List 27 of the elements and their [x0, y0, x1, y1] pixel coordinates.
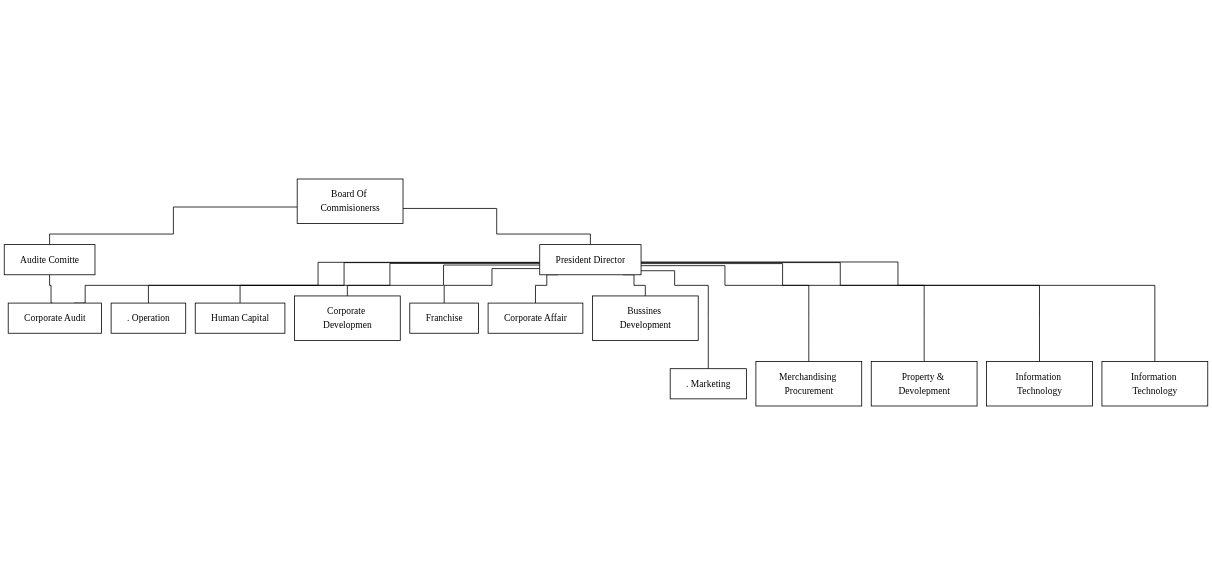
connector [49, 274, 53, 304]
node-box: Corporate Developmen [294, 295, 401, 341]
connector [49, 206, 298, 245]
node-box: President Director [539, 244, 642, 276]
node-box: Merchandising Procurement [755, 361, 863, 407]
node-box: . Operation [110, 302, 187, 334]
node-box: Human Capital [194, 302, 286, 334]
node-box: Franchise [409, 302, 479, 334]
connector [640, 270, 709, 370]
node-box: Board Of Commisionerss [296, 178, 404, 224]
connector [346, 264, 541, 297]
connector [640, 262, 1040, 362]
connector [239, 263, 541, 304]
connector [443, 268, 541, 304]
connector [640, 265, 810, 362]
node-box: Corporate Audit [7, 302, 102, 334]
connector [640, 261, 1156, 362]
node-box: Bussines Development [592, 295, 699, 341]
node-box: . Marketing [669, 368, 747, 400]
connector [402, 208, 591, 245]
connector [148, 262, 541, 304]
node-box: Information Technology [986, 361, 1093, 407]
node-box: Information Technology [1101, 361, 1209, 407]
node-box: Audite Comitte [3, 244, 96, 276]
connector [640, 263, 925, 362]
node-box: Property & Devolepment [870, 361, 978, 407]
node-box: Corporate Affair [487, 302, 584, 334]
